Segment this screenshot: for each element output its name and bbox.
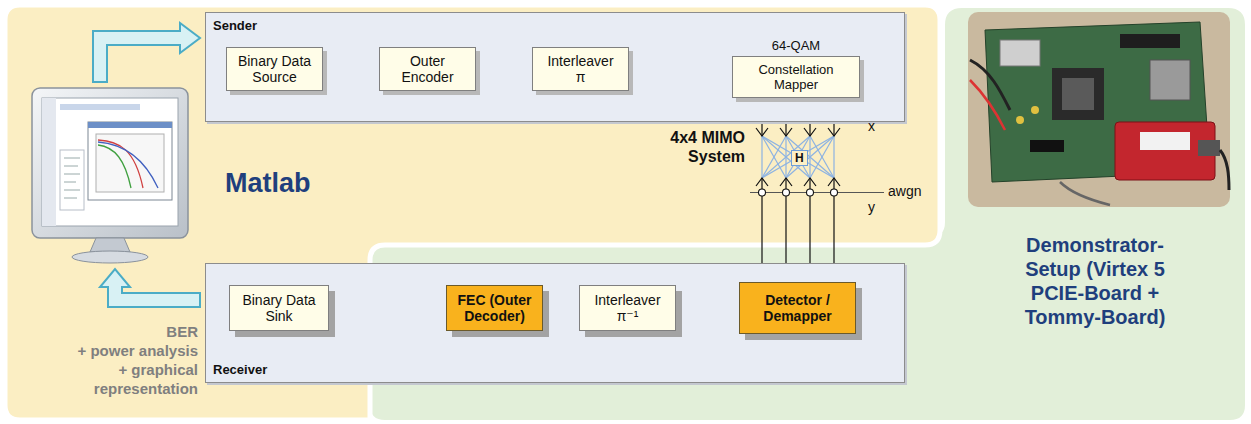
cable bbox=[1060, 182, 1110, 205]
input-arrow bbox=[100, 269, 200, 307]
monitor-screen bbox=[42, 98, 178, 226]
panel-title: Sender bbox=[213, 18, 257, 33]
box-text: Detector / Demapper bbox=[745, 292, 850, 324]
box-text: π bbox=[576, 69, 586, 85]
process-box: Outer Encoder bbox=[379, 47, 476, 91]
component bbox=[1016, 116, 1024, 124]
box-text: Outer Encoder bbox=[385, 53, 470, 85]
tool-label: Matlab bbox=[225, 168, 311, 199]
fpga-chip bbox=[1062, 78, 1094, 110]
fpga-socket bbox=[1052, 68, 1104, 120]
board-label bbox=[1140, 132, 1190, 150]
monitor-bezel bbox=[32, 88, 188, 238]
panel-title: Receiver bbox=[213, 362, 267, 377]
noise-line bbox=[750, 192, 884, 193]
connector bbox=[1030, 140, 1064, 152]
list-window bbox=[60, 150, 84, 210]
process-box: Binary Data Sink bbox=[229, 285, 329, 331]
board-photo bbox=[968, 12, 1230, 207]
component bbox=[1031, 106, 1039, 114]
note-text: + power analysis bbox=[63, 341, 198, 360]
plot-window bbox=[88, 122, 172, 200]
component bbox=[1150, 60, 1190, 100]
ber-curve bbox=[98, 142, 158, 188]
output-arrow bbox=[93, 23, 200, 82]
connector bbox=[1120, 34, 1180, 48]
box-heading: 64-QAM bbox=[723, 38, 869, 53]
monitor-icon bbox=[32, 88, 188, 263]
setup-label: Demonstrator-Setup (Virtex 5 PCIE-Board … bbox=[1000, 233, 1190, 329]
process-box: Interleaverπ⁻¹ bbox=[579, 285, 676, 331]
component bbox=[1000, 40, 1040, 66]
monitor-stand bbox=[90, 238, 130, 252]
plot-title-bar bbox=[88, 122, 172, 128]
receiver-panel: Receiver Binary Data Sink FEC (Outer Decod… bbox=[205, 263, 905, 383]
box-text: Interleaver bbox=[594, 292, 660, 308]
note-text: BER bbox=[63, 322, 198, 341]
signal-wires bbox=[756, 97, 840, 281]
box-text: FEC (Outer Decoder) bbox=[452, 292, 537, 324]
mimo-channel bbox=[750, 97, 884, 281]
box-text: Constellation Mapper bbox=[738, 62, 854, 92]
sender-panel: SenderBinary Data Source Outer Encoder Int… bbox=[205, 12, 905, 122]
box-text: Binary Data Source bbox=[232, 53, 317, 85]
detector-box: Detector / Demapper bbox=[739, 282, 856, 334]
window-bar bbox=[60, 104, 140, 110]
signal-name: awgn bbox=[888, 183, 921, 199]
channel-paths bbox=[762, 136, 834, 178]
adder-circles bbox=[759, 189, 838, 196]
decoder-box: FEC (Outer Decoder) bbox=[446, 285, 543, 331]
list-lines bbox=[64, 158, 80, 198]
box-text: Binary Data Sink bbox=[235, 292, 323, 324]
matlab-region bbox=[5, 5, 940, 420]
plot-area bbox=[96, 134, 164, 192]
signal-name: y bbox=[868, 199, 875, 215]
process-box: Interleaverπ bbox=[532, 47, 629, 91]
box-text: Interleaver bbox=[547, 53, 613, 69]
channel-label: 4x4 MIMO System bbox=[630, 128, 745, 166]
monitor-base bbox=[72, 251, 148, 263]
screen-sidebar bbox=[42, 98, 56, 226]
signal-name: x bbox=[868, 118, 875, 134]
box-text: π⁻¹ bbox=[617, 308, 639, 324]
ber-curve bbox=[98, 145, 131, 188]
matrix-label: H bbox=[791, 150, 808, 166]
cable bbox=[970, 80, 1005, 130]
cable bbox=[1220, 150, 1229, 190]
mapper-box: 64-QAMConstellation Mapper bbox=[732, 56, 860, 98]
note-text: + graphical representation bbox=[63, 360, 198, 398]
usb-port bbox=[1198, 140, 1220, 156]
photo-background bbox=[968, 12, 1230, 207]
process-box: Binary Data Source bbox=[226, 47, 323, 91]
